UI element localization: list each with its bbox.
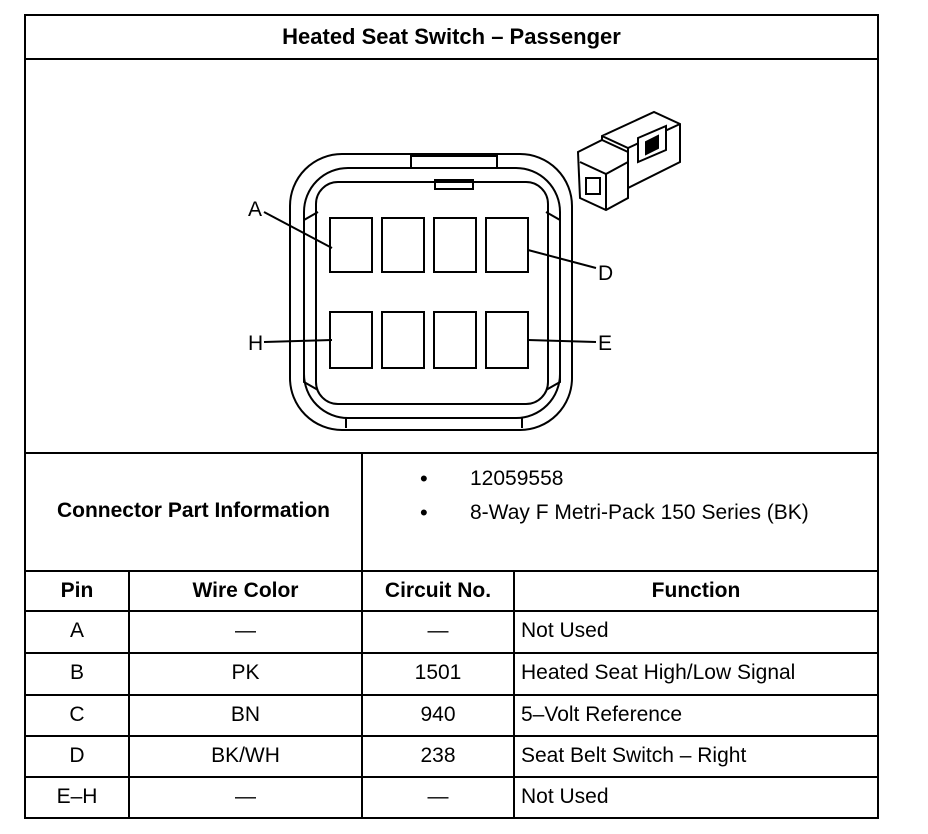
table-cell-circuit: —: [427, 619, 449, 642]
table-cell-pin: B: [69, 661, 84, 684]
table-cell-function: 5–Volt Reference: [521, 703, 683, 726]
table-cell-pin: A: [69, 619, 84, 642]
divider: [26, 58, 877, 60]
pin-label-d: D: [598, 262, 613, 285]
table-cell-wire: BN: [230, 703, 261, 726]
divider: [26, 570, 877, 572]
header-pin: Pin: [60, 579, 94, 602]
bullet-icon: •: [420, 500, 428, 525]
table-cell-circuit: 238: [420, 744, 456, 767]
connector-type: 8-Way F Metri-Pack 150 Series (BK): [470, 501, 809, 524]
cavity-d: [485, 217, 529, 273]
header-function: Function: [651, 579, 741, 602]
pin-label-a: A: [248, 198, 262, 221]
table-cell-pin: D: [69, 744, 85, 767]
bullet-icon: •: [420, 466, 428, 491]
connector-info-label: Connector Part Information: [56, 499, 330, 522]
header-wire-color: Wire Color: [192, 579, 299, 602]
cavity-f: [433, 311, 477, 369]
cavity-e: [485, 311, 529, 369]
cavity-h: [329, 311, 373, 369]
table-cell-wire: PK: [231, 661, 260, 684]
header-circuit: Circuit No.: [384, 579, 492, 602]
table-cell-pin: C: [69, 703, 85, 726]
table-cell-pin: E–H: [56, 785, 98, 808]
cavity-a: [329, 217, 373, 273]
divider: [26, 735, 877, 737]
pin-label-h: H: [248, 332, 263, 355]
cavity-c: [433, 217, 477, 273]
table-cell-circuit: 1501: [414, 661, 462, 684]
table-cell-function: Not Used: [521, 785, 609, 808]
table-cell-wire: —: [235, 785, 256, 808]
table-cell-function: Heated Seat High/Low Signal: [521, 661, 796, 684]
connector-sheet: Heated Seat Switch – Passenger: [24, 14, 879, 819]
cavity-g: [381, 311, 425, 369]
table-cell-circuit: 940: [420, 703, 456, 726]
part-number: 12059558: [470, 467, 564, 490]
connector-icon: [576, 110, 681, 212]
page-title: Heated Seat Switch – Passenger: [282, 24, 621, 49]
table-cell-circuit: —: [427, 785, 449, 808]
table-cell-wire: BK/WH: [211, 744, 280, 767]
divider: [26, 452, 877, 454]
divider: [26, 610, 877, 612]
cavity-b: [381, 217, 425, 273]
divider: [26, 652, 877, 654]
divider: [361, 454, 363, 570]
latch-tab: [434, 179, 474, 190]
table-cell-function: Seat Belt Switch – Right: [521, 744, 747, 767]
divider: [26, 694, 877, 696]
connector-diagram: A D H E: [248, 110, 681, 431]
pin-label-e: E: [598, 332, 612, 355]
connector-shell: [289, 153, 573, 431]
divider: [26, 776, 877, 778]
table-cell-function: Not Used: [521, 619, 609, 642]
table-cell-wire: —: [235, 619, 256, 642]
